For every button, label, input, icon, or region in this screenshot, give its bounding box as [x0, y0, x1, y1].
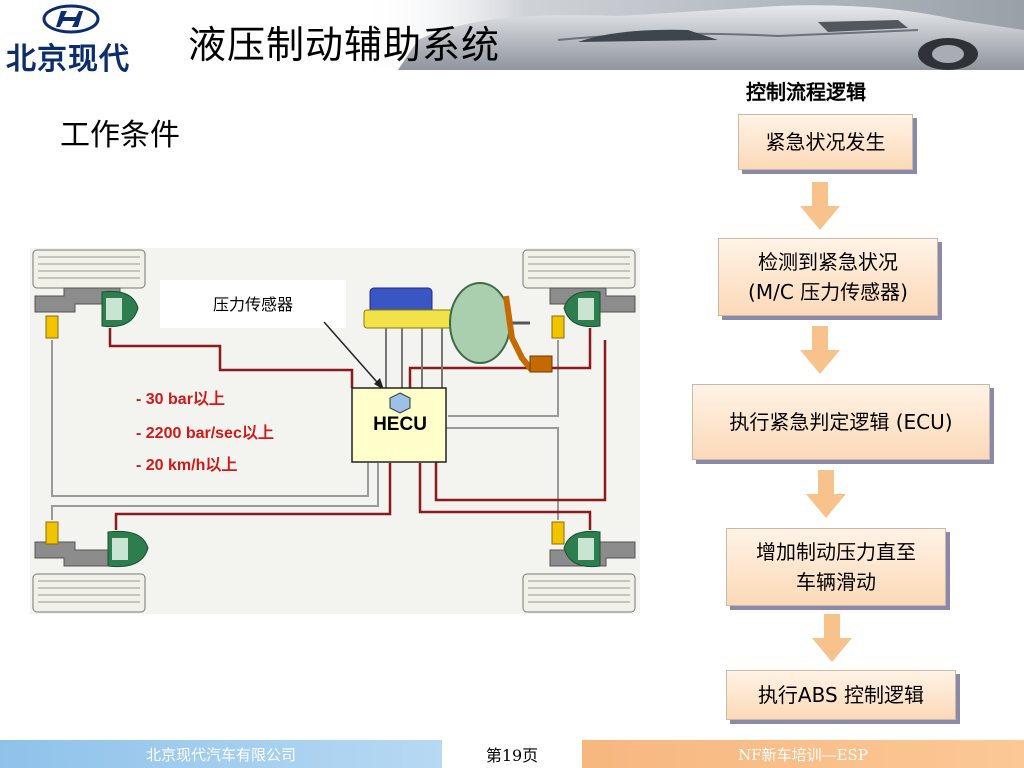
- header: 北京现代 液压制动辅助系统: [0, 0, 1024, 77]
- hyundai-emblem-icon: [42, 4, 100, 34]
- arrowhead-icon: [374, 378, 384, 390]
- down-arrow-icon: [806, 470, 846, 518]
- flow-step-1-text: 紧急状况发生: [765, 130, 886, 154]
- flow-step-3: 执行紧急判定逻辑 (ECU): [692, 384, 990, 460]
- condition-speed: - 20 km/h以上: [136, 456, 237, 474]
- condition-pressure-rate: - 2200 bar/sec以上: [136, 424, 274, 442]
- logo-text: 北京现代: [6, 42, 130, 77]
- caliper-rear-right: [549, 530, 636, 568]
- master-cylinder: [363, 287, 465, 388]
- sensor-wiring: [51, 340, 559, 520]
- pressure-sensor-label: 压力传感器: [213, 295, 293, 314]
- flow-step-5-text: 执行ABS 控制逻辑: [757, 683, 925, 707]
- flow-step-5: 执行ABS 控制逻辑: [726, 670, 956, 720]
- tire-front-right: [522, 249, 636, 289]
- tire-rear-left: [32, 573, 146, 613]
- flow-step-1: 紧急状况发生: [738, 114, 913, 170]
- hexagon-sensor-icon: [389, 392, 411, 414]
- flow-step-2-line1: 检测到紧急状况: [758, 250, 898, 274]
- tire-rear-right: [522, 573, 636, 613]
- down-arrow-icon: [800, 182, 840, 230]
- flow-step-3-text: 执行紧急判定逻辑 (ECU): [729, 410, 953, 434]
- caliper-front-right: [549, 287, 636, 328]
- brake-system-diagram: 压力传感器 HECU - 30 bar以上 - 2200 bar/sec以上 -…: [30, 248, 640, 614]
- condition-pressure: - 30 bar以上: [136, 390, 225, 408]
- flow-title: 控制流程逻辑: [746, 80, 866, 104]
- footer-course: NF新车培训—ESP: [582, 740, 1024, 768]
- flow-step-4-line1: 增加制动压力直至: [756, 540, 916, 564]
- brake-pedal: [503, 295, 553, 373]
- down-arrow-icon: [800, 326, 840, 374]
- hyundai-logo: 北京现代: [6, 4, 156, 77]
- section-subtitle: 工作条件: [60, 118, 180, 153]
- sensor-pointer-line: [323, 321, 385, 391]
- tire-front-left: [32, 249, 146, 289]
- caliper-front-left: [34, 287, 139, 328]
- down-arrow-icon: [812, 614, 852, 662]
- footer-page-number: 第19页: [442, 740, 582, 768]
- wheel-sensor-icon: [45, 315, 565, 545]
- car-banner-image: [358, 0, 1024, 70]
- page-title: 液压制动辅助系统: [188, 23, 501, 67]
- sensor-label-box: [160, 280, 346, 328]
- footer: 北京现代汽车有限公司 第19页 NF新车培训—ESP: [0, 740, 1024, 768]
- footer-company: 北京现代汽车有限公司: [0, 740, 442, 768]
- flow-step-4: 增加制动压力直至 车辆滑动: [726, 528, 946, 606]
- hecu-label: HECU: [373, 414, 427, 435]
- flow-step-2-line2: (M/C 压力传感器): [748, 280, 908, 304]
- flow-step-4-line2: 车辆滑动: [796, 570, 876, 594]
- flow-step-2: 检测到紧急状况 (M/C 压力传感器): [718, 238, 938, 316]
